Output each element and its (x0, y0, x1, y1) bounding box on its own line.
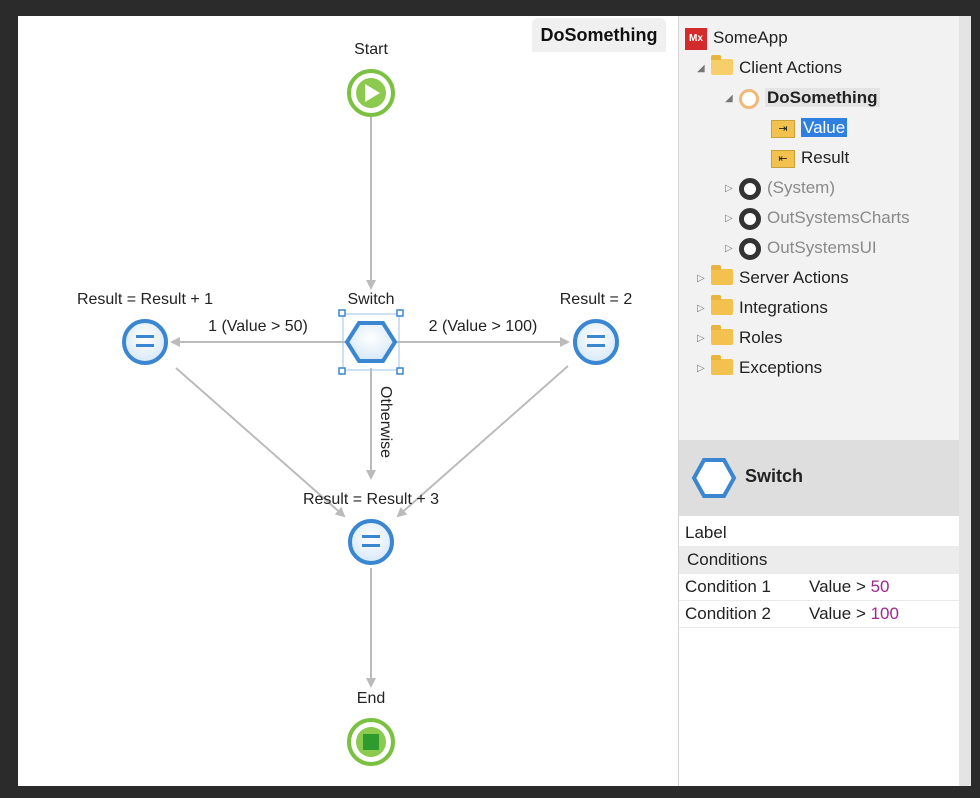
tree-item-output-param-label: Result (801, 148, 850, 167)
assign-left-label: Result = Result + 1 (77, 291, 213, 308)
tree-item-ui[interactable]: ▷ OutSystemsUI (725, 234, 877, 262)
properties-title: Switch (745, 466, 804, 486)
tree-item-client-actions-label: Client Actions (739, 58, 842, 77)
section-conditions-label: Conditions (687, 550, 768, 569)
tree-item-input-param[interactable]: ⇥ Value (771, 114, 848, 142)
start-label: Start (354, 41, 388, 58)
expand-right-icon[interactable]: ▷ (697, 332, 705, 344)
property-section-conditions[interactable]: Conditions (679, 547, 959, 574)
start-node[interactable] (347, 69, 395, 117)
expand-down-icon[interactable]: ◢ (725, 92, 733, 104)
input-parameter-icon: ⇥ (771, 119, 795, 138)
condition-1-value[interactable]: Value > 50 (809, 574, 890, 600)
condition-2-expr: Value > (809, 604, 871, 623)
assign-right-label: Result = 2 (560, 291, 633, 308)
module-gear-icon (739, 177, 761, 200)
folder-open-icon (711, 54, 733, 75)
assign-node-left[interactable] (122, 319, 168, 365)
property-row-label[interactable]: Label (679, 520, 959, 547)
properties-header: Switch (679, 440, 959, 516)
folder-icon (711, 294, 733, 315)
switch-hexagon-icon (691, 458, 737, 498)
element-tree: Mx SomeApp ◢ Client Actions ◢ DoSomething ⇥… (679, 16, 959, 440)
tree-item-server-actions[interactable]: ▷ Server Actions (697, 264, 849, 292)
properties-table: Label Conditions Condition 1 Value > 50 … (679, 516, 959, 786)
edge-label-cond2: 2 (Value > 100) (429, 318, 538, 335)
expand-right-icon[interactable]: ▷ (725, 242, 733, 254)
end-node[interactable] (347, 718, 395, 766)
tree-item-charts-label: OutSystemsCharts (767, 208, 910, 227)
tree-item-action-label: DoSomething (765, 88, 880, 107)
folder-icon (711, 264, 733, 285)
tree-item-system[interactable]: ▷ (System) (725, 174, 835, 202)
right-pane-scrollbar[interactable] (959, 16, 971, 786)
tree-item-action[interactable]: ◢ DoSomething (725, 84, 880, 112)
folder-icon (711, 324, 733, 345)
tree-item-exceptions-label: Exceptions (739, 358, 823, 377)
tree-item-input-param-label: Value (801, 118, 848, 137)
assign-node-right[interactable] (573, 319, 619, 365)
switch-label: Switch (347, 291, 394, 308)
condition-2-number: 100 (870, 604, 899, 623)
edge-label-otherwise: Otherwise (377, 386, 394, 458)
tree-item-roles[interactable]: ▷ Roles (697, 324, 782, 352)
condition-1-number: 50 (870, 577, 890, 596)
output-parameter-icon: ⇤ (771, 149, 795, 168)
module-gear-icon (739, 237, 761, 260)
condition-2-value[interactable]: Value > 100 (809, 601, 899, 627)
folder-icon (711, 354, 733, 375)
edge-right-bottom[interactable] (396, 365, 569, 518)
client-action-icon (739, 88, 759, 109)
condition-1-key: Condition 1 (685, 577, 772, 596)
tree-item-app[interactable]: Mx SomeApp (685, 24, 788, 52)
assign-bottom-label: Result = Result + 3 (303, 491, 439, 508)
expand-right-icon[interactable]: ▷ (725, 182, 733, 194)
assign-node-bottom[interactable] (348, 519, 394, 565)
edge-left-bottom[interactable] (175, 367, 346, 518)
expand-right-icon[interactable]: ▷ (697, 272, 705, 284)
tree-item-roles-label: Roles (739, 328, 783, 347)
flow-tab-title[interactable]: DoSomething (532, 18, 666, 52)
flow-diagram: Start Switch Result = Result + 1 Result … (77, 41, 633, 766)
tree-item-system-label: (System) (767, 178, 835, 197)
right-pane: Mx SomeApp ◢ Client Actions ◢ DoSomething ⇥… (678, 16, 971, 786)
expand-right-icon[interactable]: ▷ (697, 362, 705, 374)
property-row-condition-2[interactable]: Condition 2 Value > 100 (679, 601, 959, 628)
tree-item-charts[interactable]: ▷ OutSystemsCharts (725, 204, 910, 232)
tree-item-integrations[interactable]: ▷ Integrations (697, 294, 828, 322)
tree-item-exceptions[interactable]: ▷ Exceptions (697, 354, 822, 382)
expand-right-icon[interactable]: ▷ (697, 302, 705, 314)
tree-item-output-param[interactable]: ⇤ Result (771, 144, 849, 172)
edge-label-cond1: 1 (Value > 50) (208, 318, 308, 335)
expand-down-icon[interactable]: ◢ (697, 62, 705, 74)
expand-right-icon[interactable]: ▷ (725, 212, 733, 224)
tree-item-server-actions-label: Server Actions (739, 268, 849, 287)
end-label: End (357, 690, 385, 707)
property-label-key: Label (685, 523, 727, 542)
module-gear-icon (739, 207, 761, 230)
mx-app-icon: Mx (685, 27, 707, 50)
tree-item-ui-label: OutSystemsUI (767, 238, 877, 257)
tree-item-integrations-label: Integrations (739, 298, 828, 317)
condition-2-key: Condition 2 (685, 604, 772, 623)
flow-canvas[interactable]: Start Switch Result = Result + 1 Result … (18, 16, 678, 786)
tree-item-client-actions[interactable]: ◢ Client Actions (697, 54, 842, 82)
property-row-condition-1[interactable]: Condition 1 Value > 50 (679, 574, 959, 601)
tree-item-app-label: SomeApp (713, 28, 788, 47)
switch-node[interactable] (338, 309, 404, 375)
condition-1-expr: Value > (809, 577, 871, 596)
